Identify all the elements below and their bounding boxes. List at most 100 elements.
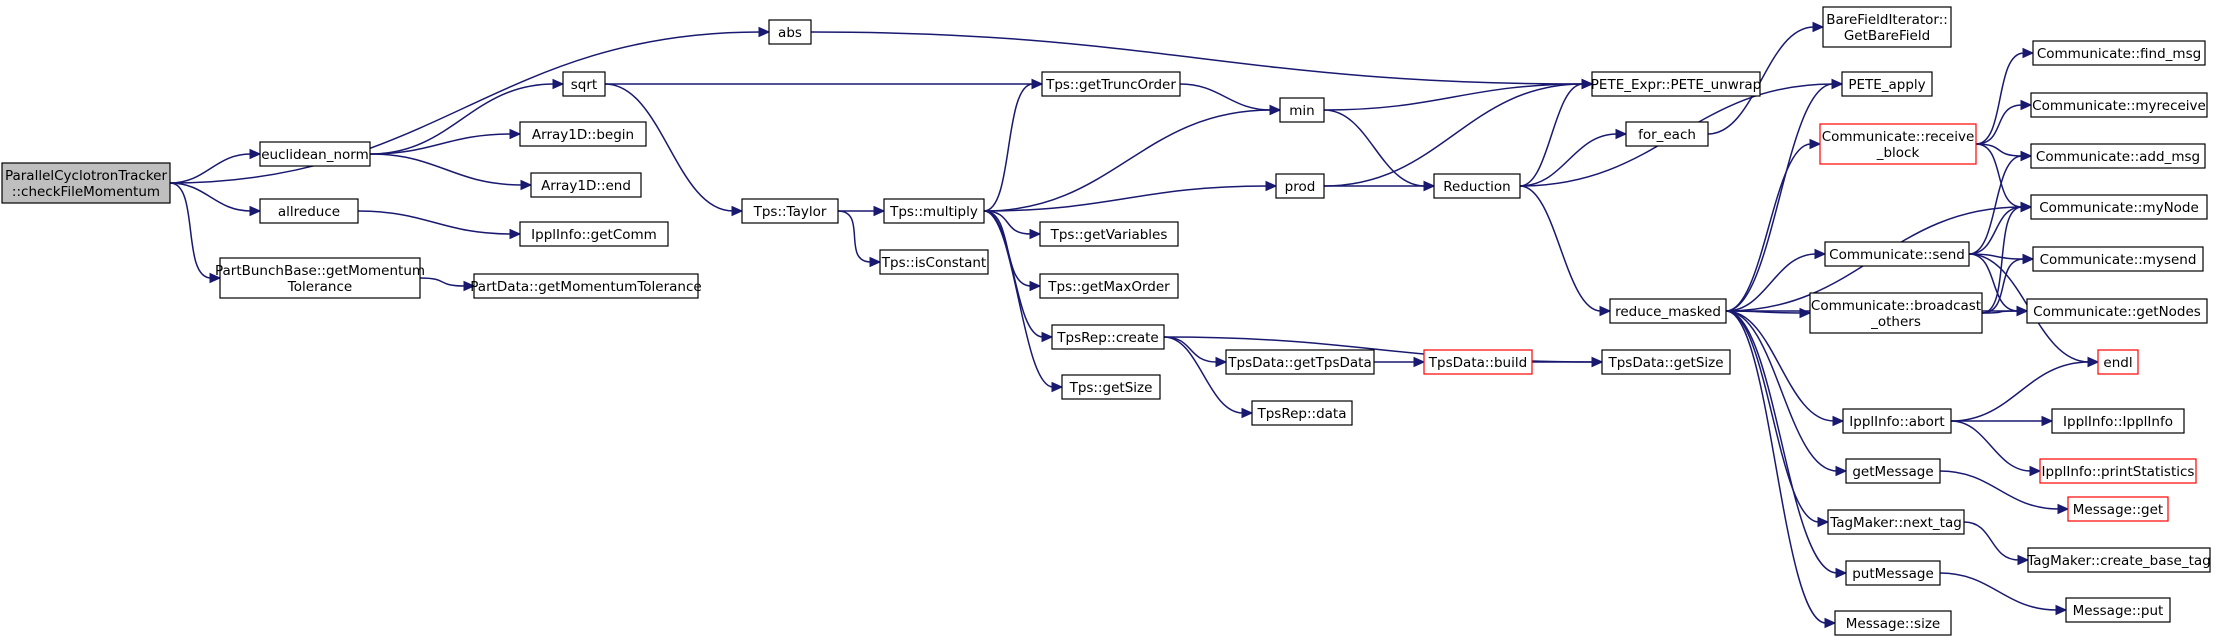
arrowhead (1824, 617, 1837, 629)
node-box (1051, 324, 1165, 350)
node-abs[interactable]: abs (768, 19, 812, 45)
node-comm-receive-block[interactable]: Communicate::receive_block (1819, 123, 1977, 165)
node-tps-getvariables[interactable]: Tps::getVariables (1039, 221, 1179, 247)
node-tpsdata-build[interactable]: TpsData::build (1423, 349, 1533, 375)
node-message-get[interactable]: Message::get (2067, 496, 2169, 522)
node-label: getMessage (1852, 464, 1933, 480)
node-label: Tps::getMaxOrder (1047, 279, 1170, 295)
arrowhead (2057, 503, 2070, 515)
node-box (2065, 597, 2171, 623)
arrowhead (209, 272, 222, 284)
node-tagmaker-next-tag[interactable]: TagMaker::next_tag (1827, 509, 1965, 535)
arrowhead (2087, 356, 2100, 368)
node-label: IpplInfo::printStatistics (2042, 464, 2195, 480)
node-for-each[interactable]: for_each (1625, 121, 1709, 147)
node-bfi-getbarefield[interactable]: BareFieldIterator::GetBareField (1822, 6, 1952, 48)
node-box (1591, 71, 1761, 97)
edge-reduce-masked-to-tagmaker-next-tag (1725, 310, 1820, 523)
edge-comm-broadcast-others-to-comm-mysend (1981, 258, 2025, 314)
node-box (1845, 458, 1941, 484)
node-tps-isconstant[interactable]: Tps::isConstant (879, 249, 989, 275)
node-endl[interactable]: endl (2097, 349, 2139, 375)
node-allreduce[interactable]: allreduce (259, 198, 359, 224)
node-tps-taylor[interactable]: Tps::Taylor (741, 198, 839, 224)
node-comm-add-msg[interactable]: Communicate::add_msg (2030, 143, 2206, 169)
node-array1d-begin[interactable]: Array1D::begin (519, 121, 647, 147)
node-comm-broadcast-others[interactable]: Communicate::broadcast_others (1809, 292, 1983, 334)
node-comm-myreceive[interactable]: Communicate::myreceive (2030, 92, 2208, 118)
node-comm-find-msg[interactable]: Communicate::find_msg (2032, 40, 2206, 66)
edge-comm-broadcast-others-to-comm-getnodes (1981, 310, 2019, 314)
node-comm-getnodes[interactable]: Communicate::getNodes (2026, 298, 2208, 324)
edge-getmessage-to-message-get (1939, 470, 2060, 510)
arrowhead (249, 148, 262, 160)
node-reduce-masked[interactable]: reduce_masked (1609, 298, 1727, 324)
node-ippl-printstatistics[interactable]: IpplInfo::printStatistics (2039, 458, 2197, 484)
edge-reduce-masked-to-comm-receive-block (1725, 143, 1812, 312)
node-tpsrep-create[interactable]: TpsRep::create (1051, 324, 1165, 350)
arrowhead (552, 78, 565, 90)
node-pbb-getmomtol[interactable]: PartBunchBase::getMomentumTolerance (215, 257, 425, 299)
node-message-put[interactable]: Message::put (2065, 597, 2171, 623)
edge-tps-multiply-to-prod (983, 185, 1268, 212)
edge-euclidean-norm-to-array1d-end (369, 153, 523, 186)
node-label: TagMaker::create_base_tag (2026, 553, 2211, 569)
node-label: Communicate::receive (1822, 129, 1975, 145)
node-tps-multiply[interactable]: Tps::multiply (883, 198, 985, 224)
node-label: Array1D::end (541, 178, 631, 194)
node-prod[interactable]: prod (1275, 173, 1325, 199)
node-sqrt[interactable]: sqrt (562, 71, 606, 97)
node-tps-gettruncorder[interactable]: Tps::getTruncOrder (1041, 71, 1181, 97)
node-putmessage[interactable]: putMessage (1845, 560, 1941, 586)
node-box (768, 19, 812, 45)
node-box (879, 249, 989, 275)
node-box (259, 141, 371, 167)
arrowhead (2016, 305, 2029, 317)
node-root[interactable]: ParallelCyclotronTracker::checkFileMomen… (1, 162, 171, 204)
node-message-size[interactable]: Message::size (1834, 610, 1952, 636)
node-getmessage[interactable]: getMessage (1845, 458, 1941, 484)
node-label: Tps::multiply (889, 204, 978, 220)
node-box (1279, 97, 1325, 123)
edge-root-to-pbb-getmomtol (169, 182, 212, 279)
node-min[interactable]: min (1279, 97, 1325, 123)
arrowhead (2020, 150, 2033, 162)
node-box (2030, 92, 2208, 118)
node-comm-mynode[interactable]: Communicate::myNode (2030, 194, 2208, 220)
edge-euclidean-norm-to-array1d-begin (369, 133, 512, 155)
node-tpsrep-data[interactable]: TpsRep::data (1251, 400, 1353, 426)
edge-prod-to-pete-unwrap (1323, 83, 1584, 187)
node-ippl-abort[interactable]: IpplInfo::abort (1842, 408, 1952, 434)
edge-root-to-euclidean-norm (169, 153, 252, 184)
node-box (1039, 273, 1179, 299)
node-pd-getmomtol[interactable]: PartData::getMomentumTolerance (470, 273, 702, 299)
edge-reduce-masked-to-pete-apply (1725, 83, 1834, 312)
node-ippl-ipplinfo[interactable]: IpplInfo::IpplInfo (2051, 408, 2185, 434)
node-comm-mysend[interactable]: Communicate::mysend (2032, 246, 2204, 272)
node-pete-apply[interactable]: PETE_apply (1841, 71, 1933, 97)
node-label: putMessage (1852, 566, 1934, 582)
node-box (2030, 143, 2206, 169)
edge-reduction-to-pete-unwrap (1519, 83, 1584, 187)
edge-reduction-to-for-each (1519, 133, 1618, 187)
edge-root-to-abs (169, 31, 761, 184)
node-euclidean-norm[interactable]: euclidean_norm (259, 141, 371, 167)
node-pete-unwrap[interactable]: PETE_Expr::PETE_unwrap (1591, 71, 1761, 97)
arrowhead (1269, 104, 1282, 116)
node-box (1609, 298, 1727, 324)
node-tps-getmaxorder[interactable]: Tps::getMaxOrder (1039, 273, 1179, 299)
node-comm-send[interactable]: Communicate::send (1824, 241, 1970, 267)
node-tpsdata-getsize[interactable]: TpsData::getSize (1601, 349, 1731, 375)
node-tagmaker-create-base-tag[interactable]: TagMaker::create_base_tag (2026, 547, 2211, 573)
node-label: TpsRep::data (1256, 406, 1346, 422)
node-tpsdata-gettpsdata[interactable]: TpsData::getTpsData (1225, 349, 1375, 375)
node-array1d-end[interactable]: Array1D::end (530, 172, 642, 198)
edge-ippl-abort-to-ippl-printstatistics (1950, 420, 2032, 472)
arrowhead (1812, 21, 1825, 33)
node-reduction[interactable]: Reduction (1433, 173, 1521, 199)
node-box (1251, 400, 1353, 426)
node-ippl-getcomm[interactable]: IpplInfo::getComm (519, 221, 669, 247)
node-box (741, 198, 839, 224)
edge-min-to-reduction (1323, 109, 1426, 187)
node-tps-getsize[interactable]: Tps::getSize (1061, 374, 1161, 400)
